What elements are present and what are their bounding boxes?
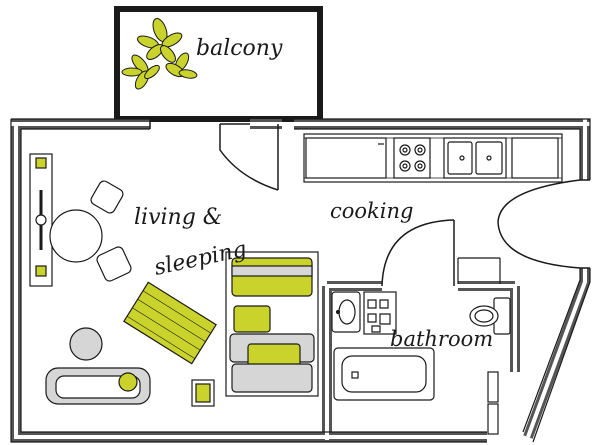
living-label-line1: living & bbox=[134, 205, 222, 230]
washbasin-icon bbox=[331, 291, 361, 333]
bed-icon bbox=[225, 251, 319, 397]
sofa-icon bbox=[45, 367, 151, 405]
entry-door bbox=[497, 179, 590, 269]
bathroom-door bbox=[381, 219, 455, 287]
shelf-icon bbox=[29, 153, 53, 287]
cooktop-icon bbox=[393, 137, 431, 179]
balcony: balcony bbox=[114, 6, 323, 122]
wall-outlines bbox=[10, 118, 591, 443]
kitchen-counter bbox=[303, 133, 563, 284]
bathtub-icon bbox=[333, 347, 435, 401]
bathroom-fixtures bbox=[331, 291, 511, 435]
living-furniture bbox=[29, 153, 319, 407]
rug-icon bbox=[123, 281, 217, 365]
bathroom-label: bathroom bbox=[390, 327, 493, 351]
cooking-label: cooking bbox=[330, 199, 413, 223]
sink-icon bbox=[443, 137, 507, 179]
toilet-icon bbox=[469, 297, 511, 335]
pouf-icon bbox=[69, 327, 103, 361]
inner-lines bbox=[11, 119, 590, 440]
shower-tray-icon bbox=[363, 291, 397, 335]
balcony-door bbox=[149, 119, 279, 191]
plant-icon bbox=[121, 18, 198, 90]
balcony-label: balcony bbox=[196, 36, 283, 61]
dining-table-icon bbox=[49, 180, 132, 282]
